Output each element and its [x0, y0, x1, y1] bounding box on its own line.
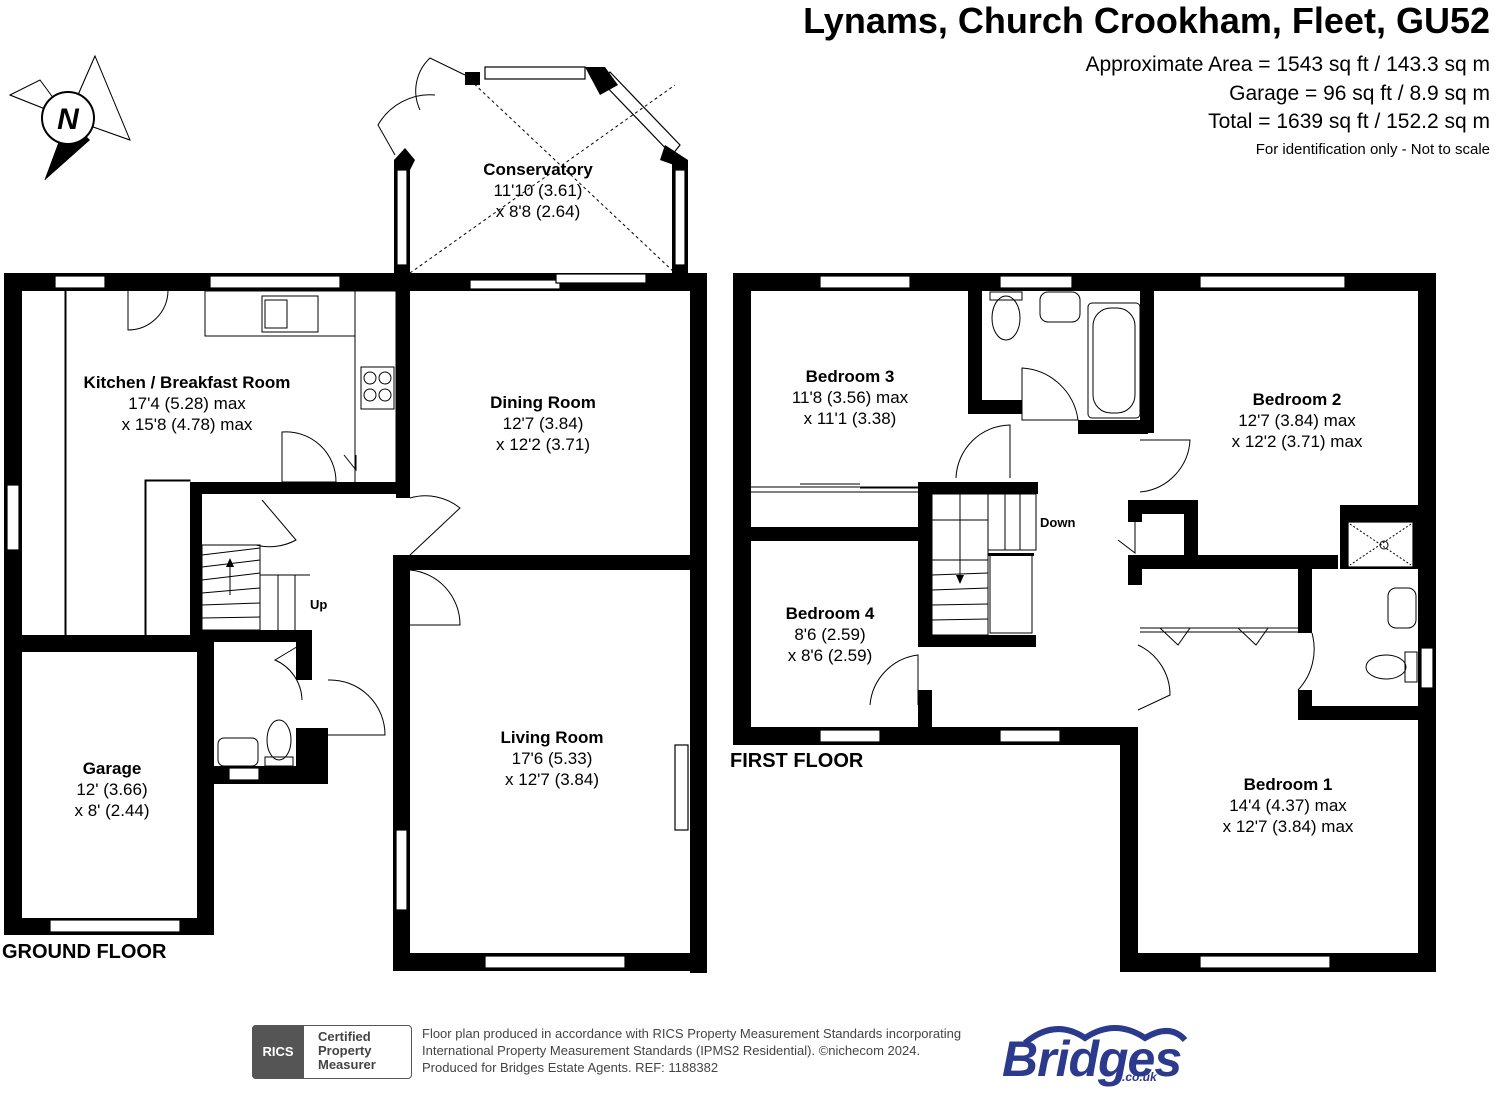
footer-line: International Property Measurement Stand… [422, 1043, 921, 1058]
rics-certification: Certified Property Measurer [318, 1030, 376, 1072]
bedroom3-name: Bedroom 3 [806, 367, 895, 386]
conservatory-dim2: x 8'8 (2.64) [496, 202, 581, 221]
kitchen-dim1: 17'4 (5.28) max [128, 394, 246, 413]
kitchen-fittings [64, 290, 397, 637]
stairs-down-label: Down [1040, 515, 1075, 530]
ground-stairs: Up [201, 544, 327, 631]
rics-line: Measurer [318, 1057, 376, 1072]
brand-domain: .co.uk [1122, 1070, 1157, 1084]
compass-letter: N [57, 103, 80, 136]
footer-line: Produced for Bridges Estate Agents. REF:… [422, 1060, 719, 1075]
garage-dim1: 12' (3.66) [76, 780, 147, 799]
conservatory-roof-lines [377, 57, 676, 274]
living-name: Living Room [501, 728, 604, 747]
dining-dim2: x 12'2 (3.71) [496, 435, 590, 454]
ground-floor-doors [217, 495, 461, 767]
conservatory-dim1: 11'10 (3.61) [494, 181, 583, 200]
stairs-up-label: Up [310, 597, 327, 612]
first-floor-windows [819, 275, 1434, 969]
ground-floor-label: GROUND FLOOR [2, 941, 167, 963]
brand-logo: Bridges [1002, 1031, 1182, 1087]
bedroom1-name: Bedroom 1 [1244, 775, 1333, 794]
rics-line: Certified [318, 1029, 371, 1044]
approx-area-line: Approximate Area = 1543 sq ft / 143.3 sq… [1085, 53, 1491, 76]
footer-line: Floor plan produced in accordance with R… [422, 1026, 962, 1041]
dining-name: Dining Room [490, 393, 596, 412]
bathroom-fittings [989, 291, 1418, 691]
garage-dim2: x 8' (2.44) [74, 801, 149, 820]
dining-dim1: 12'7 (3.84) [503, 414, 584, 433]
page-title: Lynams, Church Crookham, Fleet, GU52 [803, 0, 1490, 41]
bedroom2-name: Bedroom 2 [1253, 390, 1342, 409]
living-dim2: x 12'7 (3.84) [505, 770, 599, 789]
garage-name: Garage [83, 759, 142, 778]
garage-area-line: Garage = 96 sq ft / 8.9 sq m [1229, 82, 1490, 105]
living-dim1: 17'6 (5.33) [512, 749, 593, 768]
wardrobes [751, 483, 1298, 646]
conservatory-name: Conservatory [483, 160, 593, 179]
total-area-line: Total = 1639 sq ft / 152.2 sq m [1208, 110, 1490, 133]
scale-note: For identification only - Not to scale [1255, 141, 1490, 158]
rics-line: Property [318, 1043, 372, 1058]
bedroom4-dim1: 8'6 (2.59) [794, 625, 865, 644]
bedroom4-dim2: x 8'6 (2.59) [788, 646, 873, 665]
kitchen-name: Kitchen / Breakfast Room [84, 373, 291, 392]
first-floor-doors [869, 424, 1191, 711]
first-floor-label: FIRST FLOOR [730, 750, 864, 772]
kitchen-dim2: x 15'8 (4.78) max [122, 415, 253, 434]
rics-logo: RICS [252, 1025, 304, 1079]
bedroom2-dim1: 12'7 (3.84) max [1238, 411, 1356, 430]
bedroom3-dim1: 11'8 (3.56) max [792, 388, 909, 407]
bedroom2-dim2: x 12'2 (3.71) max [1232, 432, 1363, 451]
brand-arcs-icon [1023, 1025, 1188, 1046]
compass-icon: N [8, 54, 131, 181]
bedroom4-name: Bedroom 4 [786, 604, 875, 623]
ground-floor-windows [6, 66, 689, 969]
room-labels: Conservatory 11'10 (3.61) x 8'8 (2.64) K… [74, 160, 1362, 836]
first-stairs: Down [931, 493, 1075, 636]
bedroom3-dim2: x 11'1 (3.38) [804, 409, 897, 428]
bedroom1-dim1: 14'4 (4.37) max [1229, 796, 1347, 815]
footer-disclaimer: Floor plan produced in accordance with R… [422, 1025, 961, 1076]
bedroom1-dim2: x 12'7 (3.84) max [1223, 817, 1354, 836]
